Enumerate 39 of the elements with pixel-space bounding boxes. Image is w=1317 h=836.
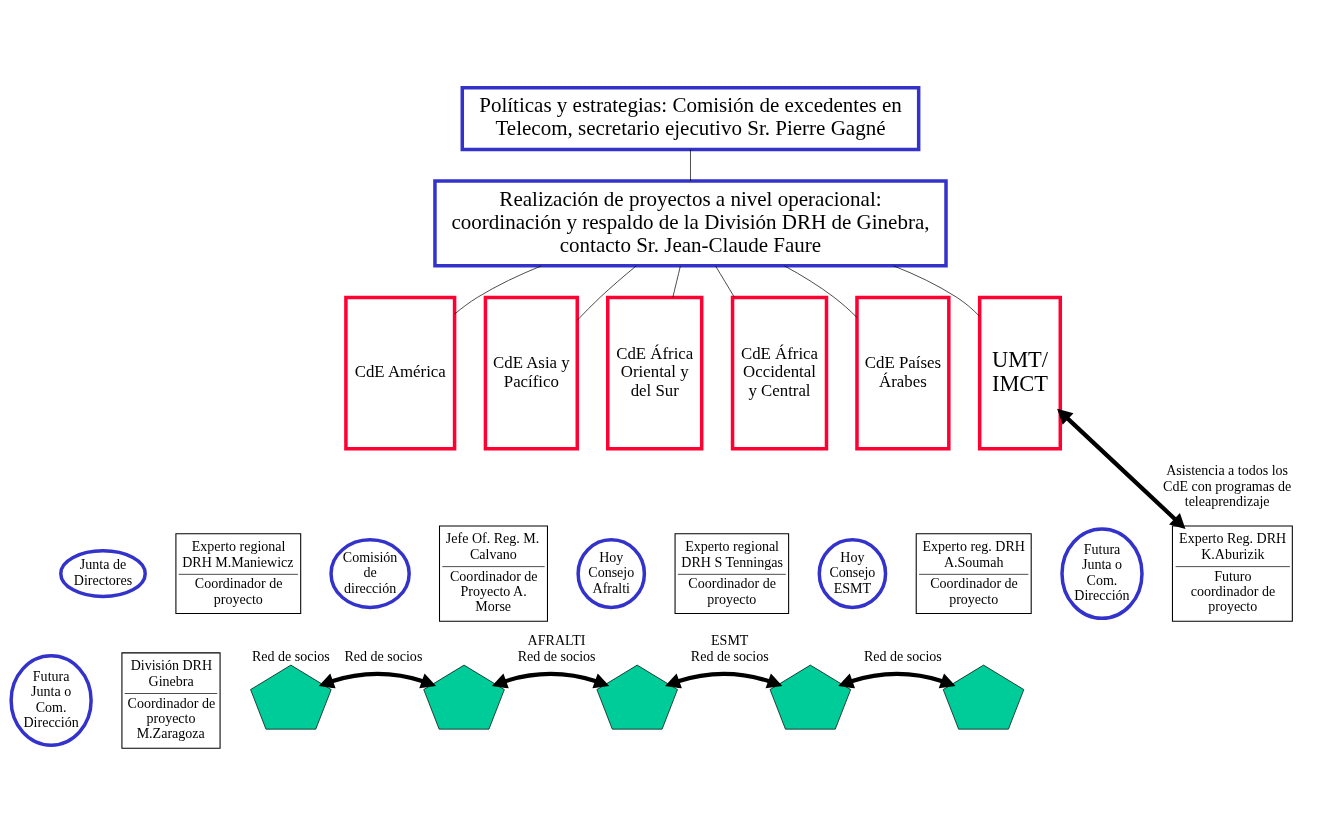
node-box: CdE Asia y Pacífico [483, 295, 579, 451]
node-label: ESMT [711, 633, 749, 649]
node-ellipse: Futura Junta o Com. Dirección [9, 654, 93, 747]
node-picture [423, 664, 505, 730]
node-label: Red de socios [344, 648, 423, 664]
arrow [318, 671, 437, 689]
arrow [1057, 408, 1186, 529]
connector [576, 265, 637, 321]
arrow [491, 671, 610, 689]
node-picture [250, 664, 332, 730]
node-ellipse: Junta de Directores [59, 549, 147, 599]
node-label: AFRALTI [527, 633, 586, 649]
arrow [665, 671, 783, 689]
node-box: CdE Países Árabes [855, 295, 951, 451]
node-label: Red de socios [517, 648, 596, 664]
node-box: Políticas y estrategias: Comisión de excedentes en Telecom, secretario ejecutivo Sr. Pierre Gagné [460, 86, 921, 152]
node-picture [942, 664, 1025, 730]
connector [784, 265, 858, 318]
node-box: Realización de proyectos a nivel operacional: coordinación y respaldo de la División DRH de Ginebra, contacto Sr. Jean-Claude Faure [433, 179, 948, 268]
node-box: CdE África Occidental y Central [730, 295, 829, 451]
node-ellipse: Futura Junta o Com. Dirección [1060, 527, 1144, 621]
arrow [838, 671, 956, 689]
connector [893, 265, 980, 317]
node-circle: Hoy Consejo ESMT [817, 538, 888, 610]
node-box: CdE América [344, 295, 457, 451]
node-picture [769, 664, 851, 730]
connector [454, 265, 542, 315]
node-box: CdE África Oriental y del Sur [606, 295, 704, 451]
node-circle: Hoy Consejo Afralti [576, 538, 647, 610]
connector [690, 149, 691, 182]
connector [672, 265, 681, 298]
node-box: UMT/ IMCT [977, 295, 1063, 451]
connector [715, 265, 735, 298]
node-picture [596, 664, 678, 730]
edge-label: Asistencia a todos los CdE con programas de teleaprendizaje [1163, 463, 1292, 510]
node-ellipse: Comisión de dirección [329, 538, 411, 610]
node-label: Red de socios [251, 648, 330, 664]
node-label: Red de socios [690, 648, 769, 664]
node-label: Red de socios [863, 648, 942, 664]
